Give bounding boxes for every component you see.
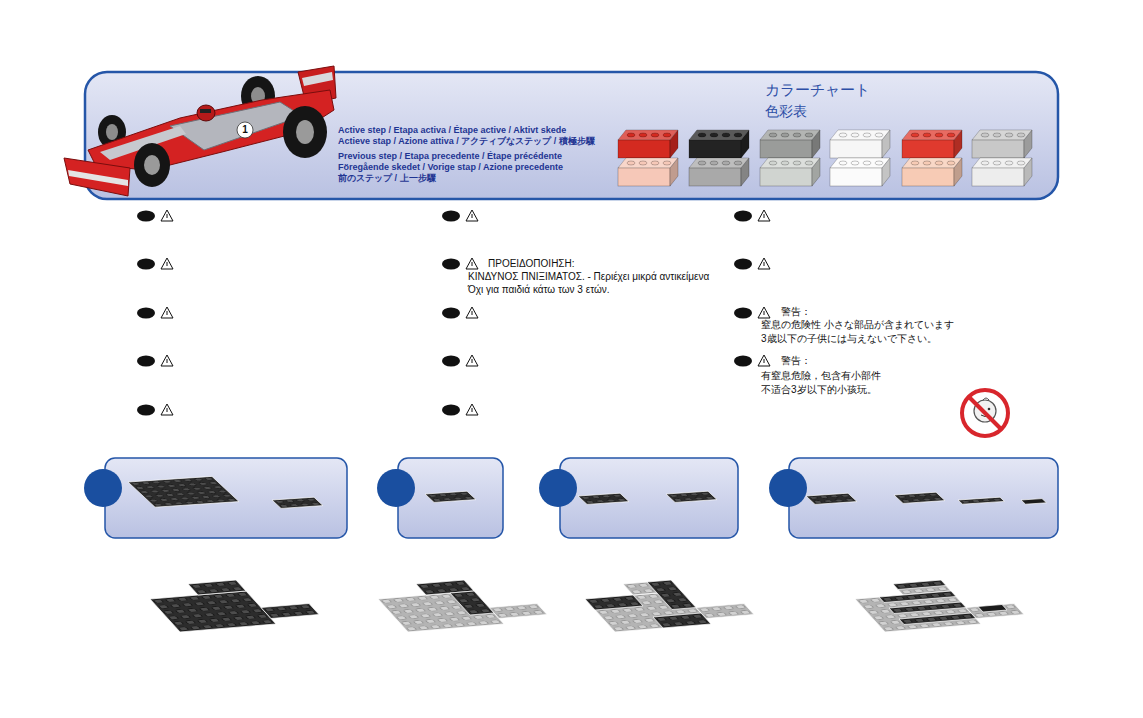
text-line: Active step / Etapa activa / Étape activ… [338, 125, 595, 136]
color-chart-title: カラーチャート [765, 81, 870, 99]
step-panels [84, 458, 1058, 538]
race-car-illustration [64, 66, 336, 196]
age-warning-icon [962, 390, 1008, 436]
step-legend-text: Previous step / Etapa precedente / Étape… [338, 151, 563, 184]
warning-heading: 警告： [781, 354, 811, 367]
car-number: 1 [238, 124, 252, 136]
text-line: Previous step / Etapa precedente / Étape… [338, 151, 563, 162]
step-assemblies [140, 576, 1029, 632]
text-line: Föregående skedet / Vorige stap / Azione… [338, 162, 563, 173]
text-line: ΚΙΝΔΥΝΟΣ ΠΝΙΞΙΜΑΤΟΣ. - Περιέχει μικρά αν… [468, 270, 709, 283]
warning-heading: ΠΡΟΕΙΔΟΠΟΙΗΣΗ: [488, 257, 575, 270]
header-panel [85, 72, 1058, 199]
text-line: 前のステップ / 上一步驟 [338, 173, 563, 184]
text-line: 有窒息危險，包含有小部件 [761, 369, 881, 383]
warning-heading: 警告： [781, 305, 811, 318]
warning-text: 窒息の危険性 小さな部品が含まれています 3歳以下の子供には与えないで下さい。 [761, 318, 954, 345]
header-panel-box: Active step / Etapa activa / Étape activ… [85, 72, 1058, 199]
text-line: 3歳以下の子供には与えないで下さい。 [761, 332, 954, 346]
color-chart-title: 色彩表 [765, 103, 807, 120]
warning-text: 有窒息危險，包含有小部件 不适合3岁以下的小孩玩。 [761, 369, 881, 397]
warning-bullets [137, 211, 752, 416]
step-legend-text: Active step / Etapa activa / Étape activ… [338, 125, 595, 147]
text-line: 不适合3岁以下的小孩玩。 [761, 383, 881, 397]
warning-text: ΚΙΝΔΥΝΟΣ ΠΝΙΞΙΜΑΤΟΣ. - Περιέχει μικρά αν… [468, 270, 709, 296]
color-chart-bricks [618, 130, 1032, 186]
triangle-marks [167, 214, 764, 412]
text-line: Όχι για παιδιά κάτω των 3 ετών. [468, 283, 709, 296]
text-line: 窒息の危険性 小さな部品が含まれています [761, 318, 954, 332]
text-line: Actieve stap / Azione attiva / アクティブなステッ… [338, 136, 595, 147]
step-parts [128, 476, 1047, 508]
warning-triangles [161, 210, 770, 415]
